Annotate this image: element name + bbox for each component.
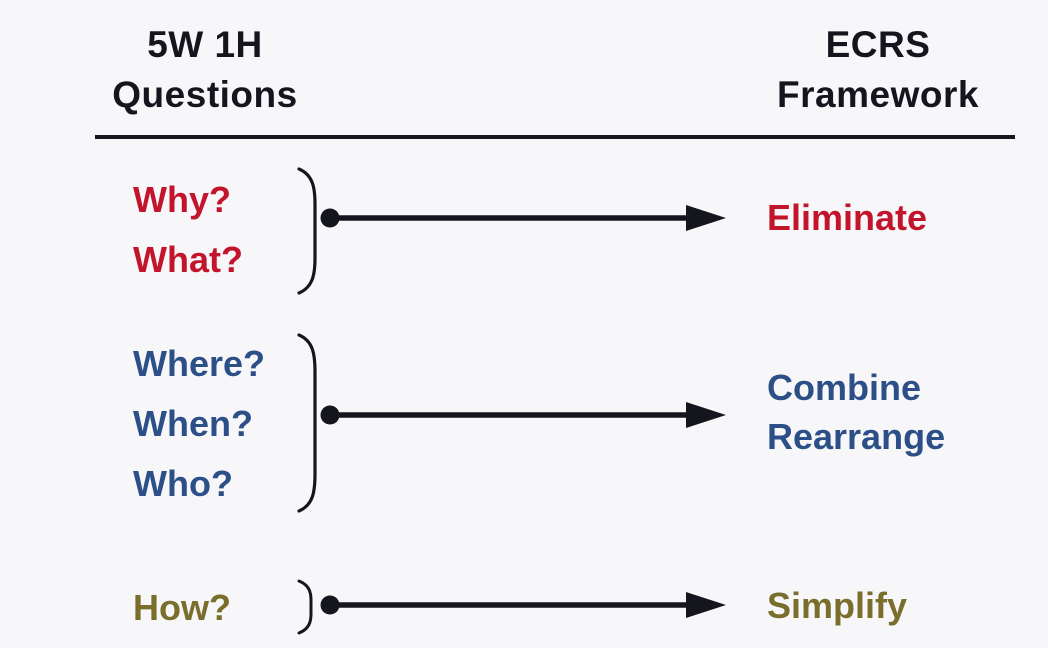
answer-simplify: Simplify [767, 585, 908, 626]
right-header-line2: Framework [777, 74, 979, 115]
right-column-header: ECRS Framework [758, 20, 998, 120]
question-who: Who? [133, 463, 233, 504]
left-header-line1: 5W 1H [147, 24, 263, 65]
right-header-line1: ECRS [825, 24, 931, 65]
question-why: Why? [133, 179, 231, 220]
eliminate-group-bracket [296, 166, 318, 301]
eliminate-arrow-icon [318, 202, 728, 239]
answer-eliminate: Eliminate [767, 197, 928, 238]
question-when: When? [133, 403, 253, 444]
combine-arrow-icon [318, 399, 728, 436]
combine-group-bracket [296, 332, 318, 519]
header-divider-line [95, 135, 1015, 139]
left-column-header: 5W 1H Questions [85, 20, 325, 120]
answer-combine: Combine [767, 367, 922, 408]
question-where: Where? [133, 343, 266, 384]
question-how: How? [133, 587, 231, 628]
left-header-line2: Questions [112, 74, 298, 115]
answer-rearrange: Rearrange [767, 416, 946, 457]
simplify-arrow-icon [318, 589, 728, 626]
question-what: What? [133, 239, 243, 280]
simplify-group-bracket [296, 578, 316, 641]
